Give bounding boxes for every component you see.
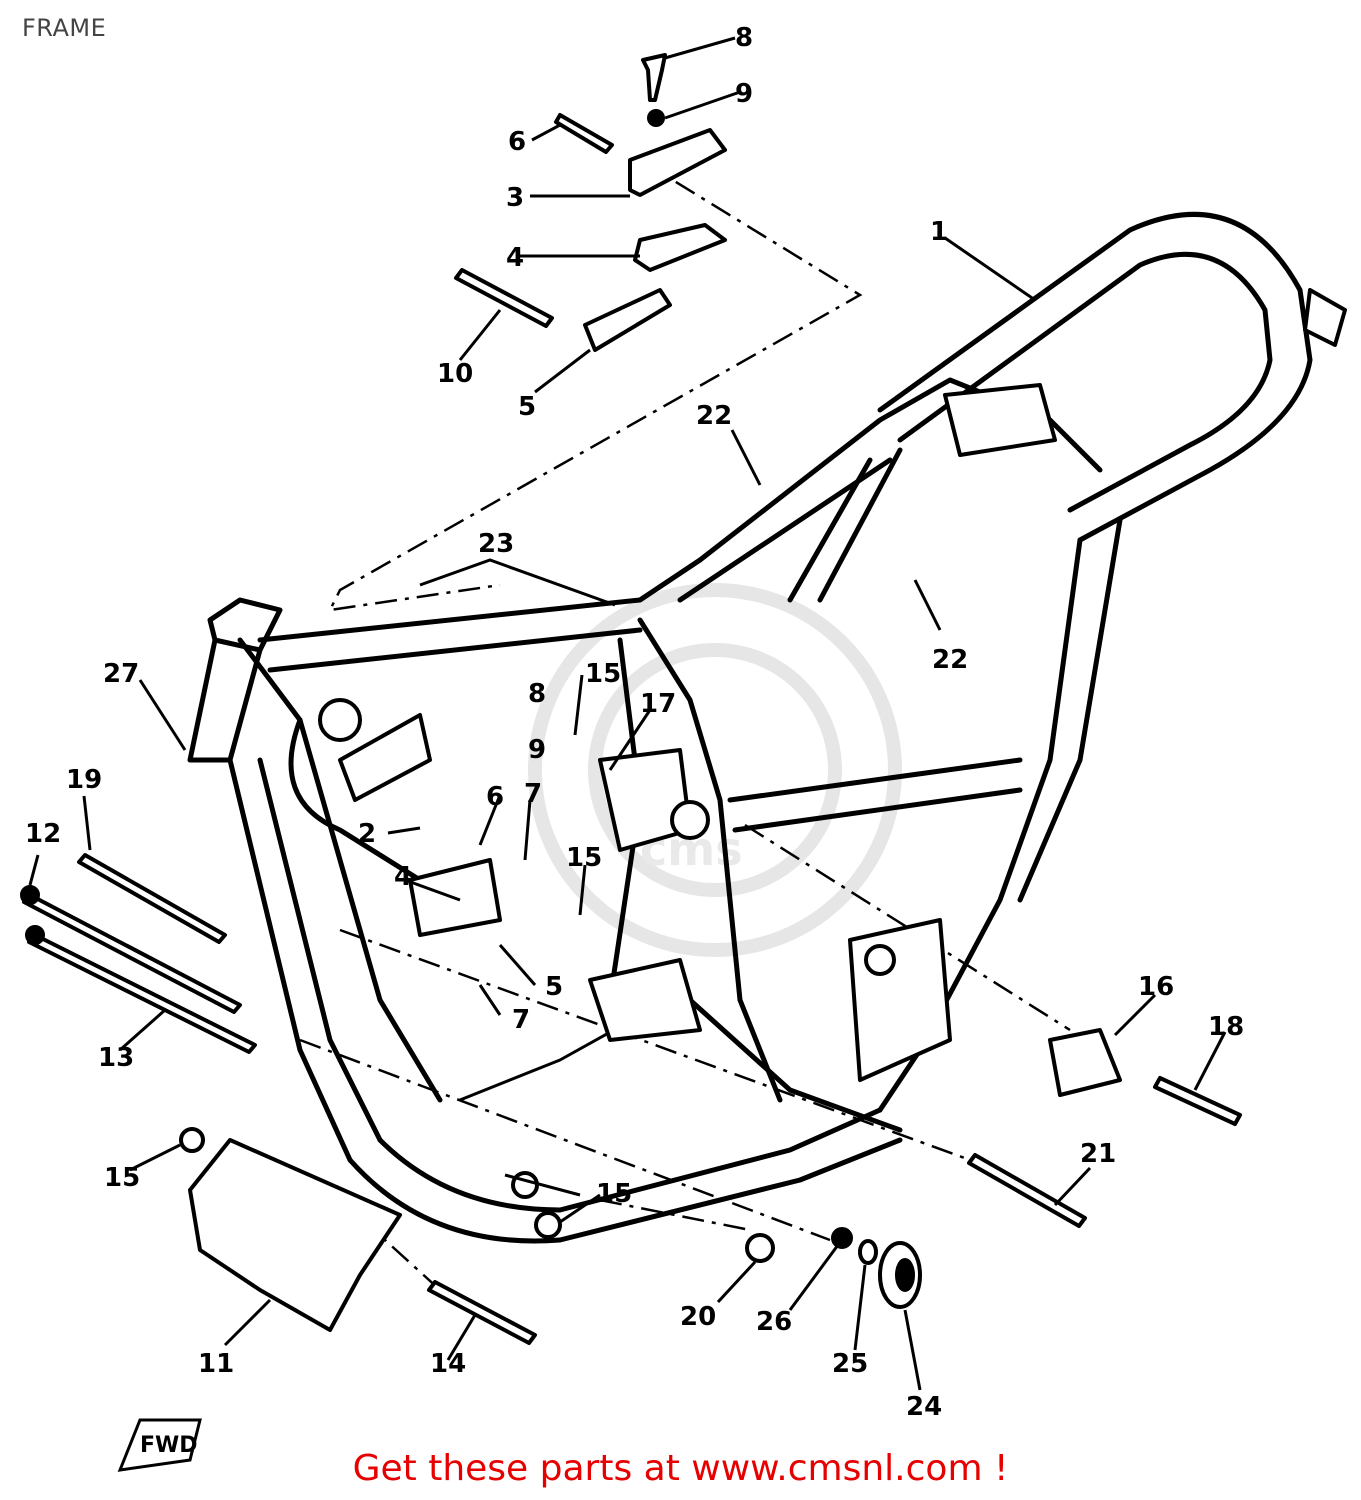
callout-27: 27	[103, 659, 139, 689]
watermark-logo: cms	[528, 583, 902, 957]
bolt-8	[641, 53, 667, 102]
callout-15-bottom: 15	[596, 1179, 632, 1209]
callout-23: 23	[478, 529, 514, 559]
forward-arrow: FWD	[117, 1418, 202, 1472]
callout-4-inner: 4	[394, 862, 412, 892]
callout-10: 10	[437, 359, 473, 389]
bracket-4	[633, 223, 727, 272]
callout-6: 6	[508, 127, 526, 157]
callout-9-inner: 9	[528, 735, 546, 765]
callout-12: 12	[25, 819, 61, 849]
callout-7-bottom: 7	[512, 1005, 530, 1035]
callout-4: 4	[506, 243, 524, 273]
callout-15-left: 15	[104, 1163, 140, 1193]
plate-11	[188, 1138, 402, 1332]
callout-21: 21	[1080, 1139, 1116, 1169]
callout-22-right: 22	[932, 645, 968, 675]
callout-numbers: 1 2 3 4 5 6 8 9 10 11 12 13 14 15 16 17 …	[25, 23, 1244, 1422]
bolt-10	[454, 268, 554, 328]
bolt-21	[967, 1153, 1087, 1228]
callout-19: 19	[66, 765, 102, 795]
frame-brackets	[318, 288, 1347, 1097]
callout-18: 18	[1208, 1012, 1244, 1042]
callout-7-top: 7	[524, 779, 542, 809]
footer-link-text[interactable]: Get these parts at www.cmsnl.com !	[352, 1448, 1009, 1489]
callout-15-top: 15	[585, 659, 621, 689]
nut-15-left	[179, 1127, 205, 1153]
leader-lines	[28, 36, 1227, 1391]
callout-5: 5	[518, 392, 536, 422]
callout-1: 1	[930, 217, 948, 247]
bolt-19	[77, 853, 227, 944]
callout-3: 3	[506, 183, 524, 213]
callout-15-mid: 15	[566, 843, 602, 873]
callout-6-inner: 6	[486, 782, 504, 812]
loose-parts	[20, 853, 1242, 1345]
callout-14: 14	[430, 1349, 466, 1379]
callout-20: 20	[680, 1302, 716, 1332]
bolt-18	[1153, 1076, 1242, 1126]
callout-2: 2	[358, 819, 376, 849]
bolt-14	[427, 1280, 537, 1345]
callout-5-inner: 5	[545, 972, 563, 1002]
washer-25	[858, 1239, 878, 1265]
callout-22-top: 22	[696, 401, 732, 431]
callout-8: 8	[735, 23, 753, 53]
page-title: FRAME	[22, 14, 107, 42]
callout-25: 25	[832, 1349, 868, 1379]
bracket-3	[628, 128, 727, 197]
washer-26	[831, 1227, 853, 1249]
top-engine-mount-parts	[454, 53, 727, 352]
callout-17: 17	[640, 689, 676, 719]
pin-6	[554, 113, 614, 154]
callout-24: 24	[906, 1392, 942, 1422]
callout-13: 13	[98, 1043, 134, 1073]
callout-11: 11	[198, 1349, 234, 1379]
callout-8-inner: 8	[528, 679, 546, 709]
callout-16: 16	[1138, 972, 1174, 1002]
callout-26: 26	[756, 1307, 792, 1337]
bracket-5	[583, 288, 672, 352]
bracket-16	[1048, 1028, 1122, 1097]
main-frame	[187, 211, 1313, 1244]
washer-9	[647, 109, 665, 127]
nut-20	[745, 1233, 775, 1263]
callout-9: 9	[735, 79, 753, 109]
forward-arrow-label: FWD	[140, 1433, 198, 1458]
